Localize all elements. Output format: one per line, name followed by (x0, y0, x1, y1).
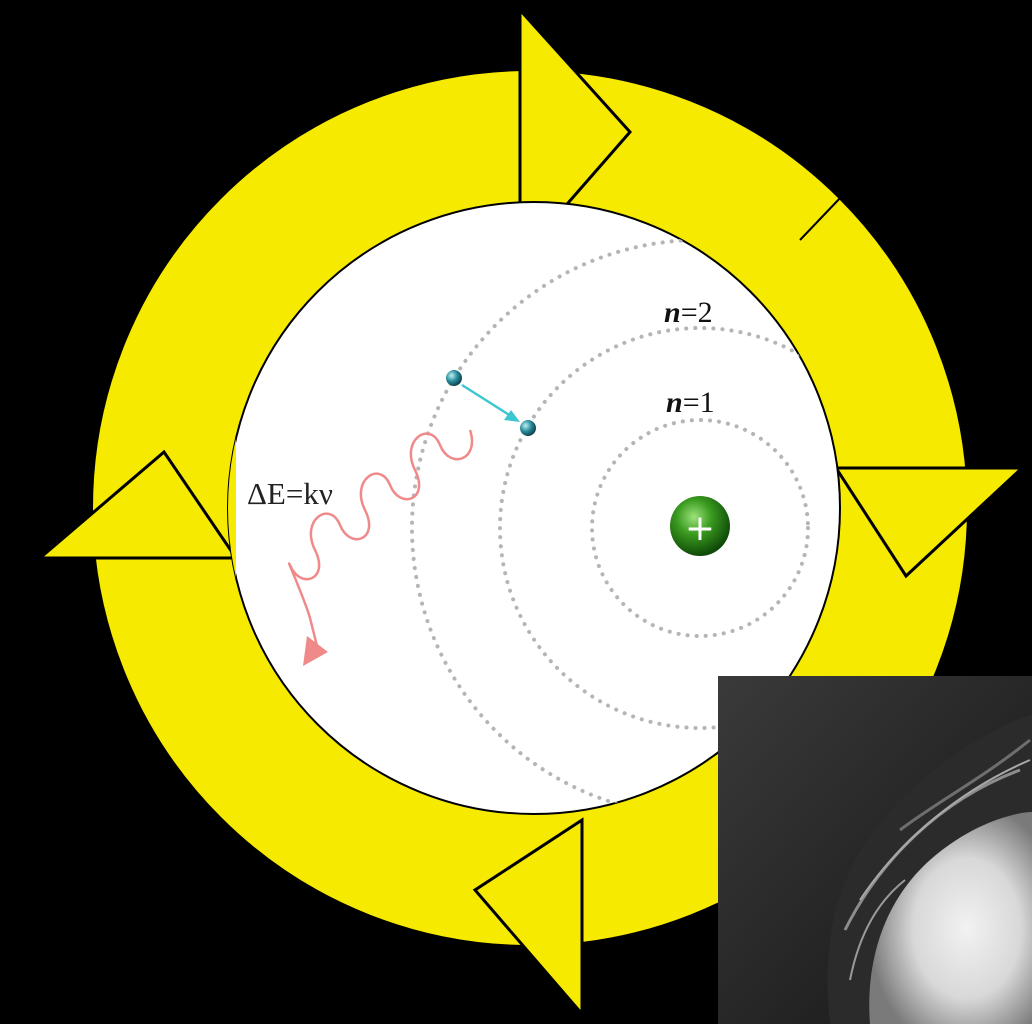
transition-arrowhead-icon (504, 410, 520, 422)
nucleus-icon: + (670, 496, 730, 556)
arrowhead-right-icon (833, 466, 1026, 579)
photon-wave (287, 429, 474, 651)
atom-diagram: + n=2 n=1 ΔE=kν (227, 201, 841, 815)
ring-sliver (228, 398, 236, 622)
arrowhead-top-icon (518, 6, 633, 262)
transition-arrow (461, 383, 515, 420)
electron-initial (446, 370, 462, 386)
orbit-n2 (498, 326, 840, 730)
arrowhead-left-icon (35, 449, 239, 560)
orbit-label-n1: n=1 (666, 386, 715, 419)
energy-equation: ΔE=kν (247, 476, 333, 511)
cycle-arrowheads (35, 6, 1026, 1019)
photon-arrowhead-icon (303, 636, 328, 666)
electron-final (520, 420, 536, 436)
arrowhead-bottom-icon (472, 817, 584, 1019)
portrait-photo (718, 676, 1032, 1024)
orbit-n1 (590, 418, 810, 638)
nucleus-symbol: + (685, 508, 715, 549)
ring-seam (799, 195, 843, 241)
orbit-label-n2: n=2 (664, 296, 713, 329)
